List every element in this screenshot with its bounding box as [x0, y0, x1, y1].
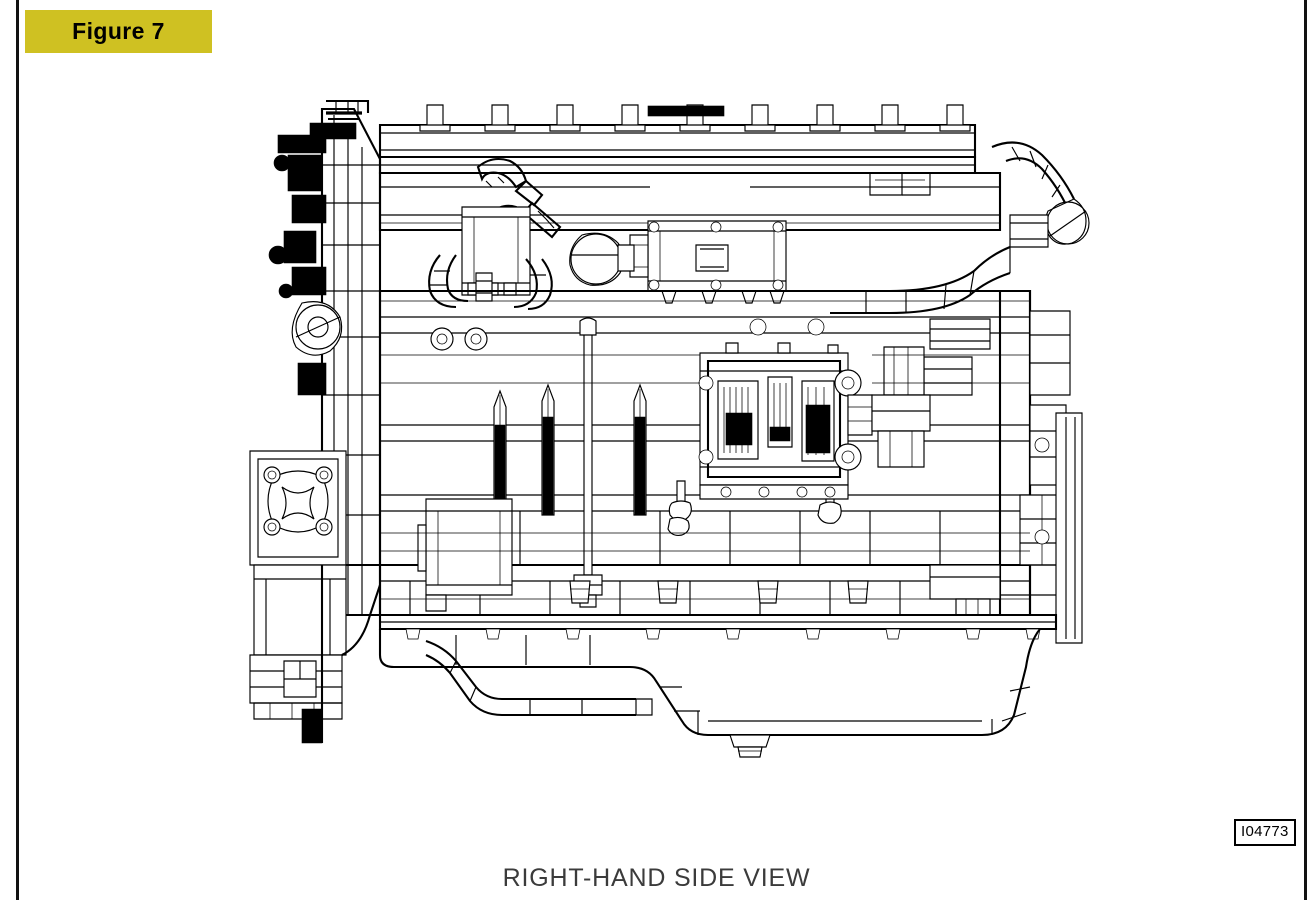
coolant-breather-tube-group: [425, 640, 653, 717]
front-accessory-cluster: [268, 134, 327, 299]
figure-banner-label: Figure 7: [72, 18, 165, 44]
pan-rail-bolts: [405, 628, 1041, 640]
oil-dipstick-tube-group: [573, 317, 603, 608]
left-accessory-strip-group: [301, 565, 324, 744]
page-border-rule-left: [16, 0, 19, 900]
figure-caption-text: RIGHT-HAND SIDE VIEW: [502, 864, 811, 892]
egr-crossover-tube-group: [830, 141, 1090, 315]
vibration-damper: [291, 301, 343, 356]
engine-right-hand-side-view-illustration: [249, 99, 1090, 758]
oil-drain-plug: [729, 734, 771, 758]
image-id-box: I04773: [1234, 819, 1296, 846]
valve-cover-group: [378, 104, 977, 175]
flywheel-housing-group: [998, 289, 1083, 644]
page-border-rule-right: [1304, 0, 1307, 900]
electronic-control-unit-group: [698, 342, 873, 500]
oil-pan-rail-group: [378, 613, 1058, 640]
engine-mounting-bracket-group: [249, 450, 381, 720]
oil-pan-group: [378, 628, 1041, 758]
figure-caption: RIGHT-HAND SIDE VIEW: [0, 866, 1313, 891]
block-core-plugs-group: [569, 580, 869, 604]
engine-data-plate: [647, 105, 725, 117]
image-id-text: I04773: [1241, 823, 1289, 840]
block-fine-detail-lines: [380, 300, 1030, 600]
valve-cover-bolt-bosses: [419, 104, 971, 132]
fuel-filter-housing-group: [417, 498, 513, 612]
starter-motor-group: [929, 564, 1001, 616]
engine-drawing-figure: [230, 95, 1110, 810]
sensor-stubs-group: [667, 480, 842, 536]
fuel-injector-lines-group: [493, 383, 647, 516]
figure-banner: Figure 7: [25, 10, 212, 53]
right-head-accessories-group: [871, 318, 991, 468]
intake-stack-group: [309, 99, 370, 140]
